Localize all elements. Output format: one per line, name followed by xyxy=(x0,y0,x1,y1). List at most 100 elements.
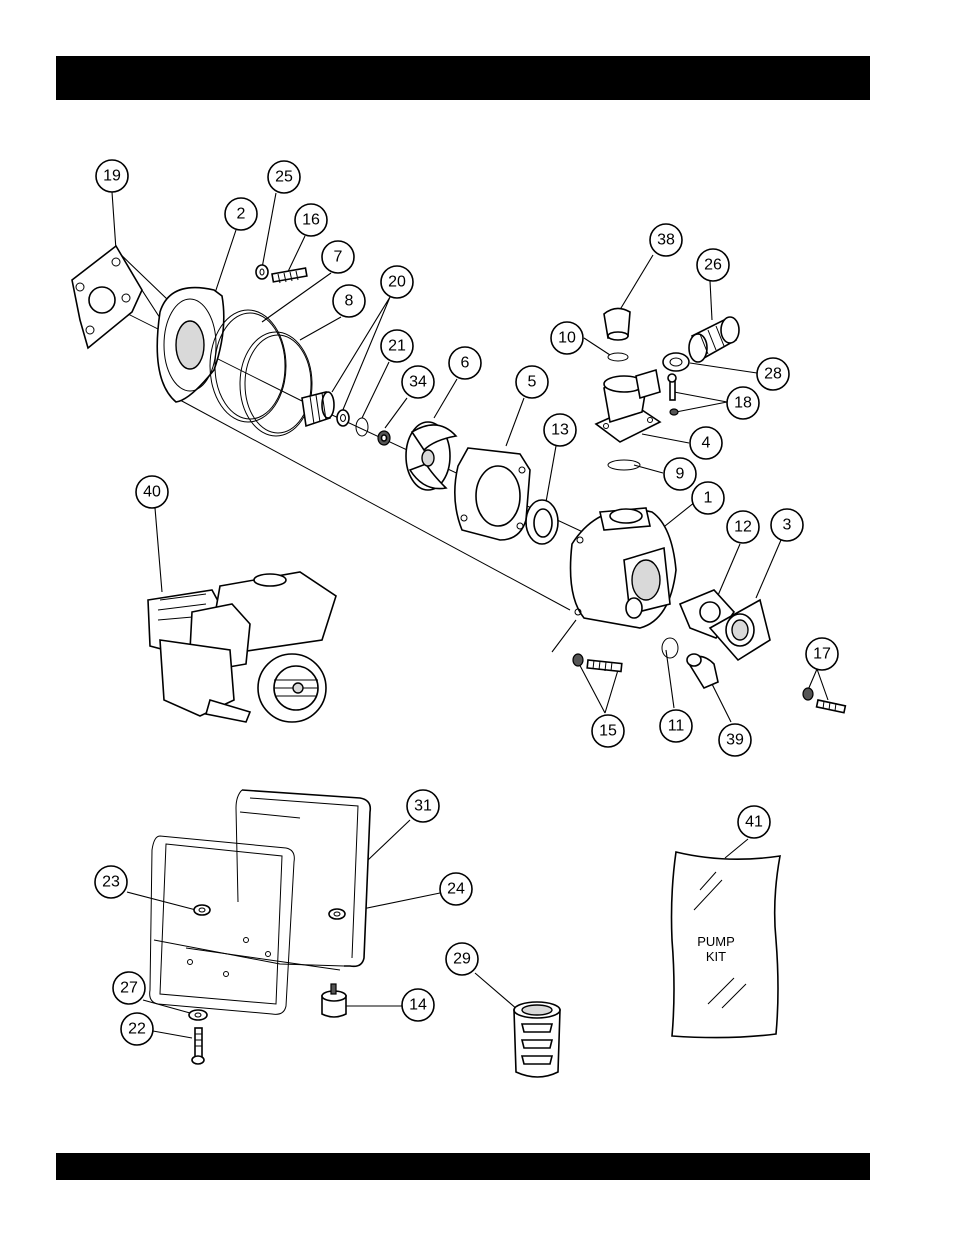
svg-text:27: 27 xyxy=(120,980,138,997)
plug-39 xyxy=(687,654,718,688)
svg-text:22: 22 xyxy=(128,1021,146,1038)
kit-label-line1: PUMP xyxy=(697,934,735,949)
callout-15: 15 xyxy=(592,715,624,747)
o-ring-8 xyxy=(240,332,312,436)
callout-10: 10 xyxy=(551,322,583,354)
callout-6: 6 xyxy=(449,347,481,379)
svg-text:15: 15 xyxy=(599,723,617,740)
svg-text:9: 9 xyxy=(676,466,685,483)
svg-text:20: 20 xyxy=(388,274,406,291)
wear-plate-5 xyxy=(455,448,530,540)
svg-text:26: 26 xyxy=(704,257,722,274)
callout-12: 12 xyxy=(727,511,759,543)
svg-text:14: 14 xyxy=(409,997,427,1014)
svg-text:11: 11 xyxy=(668,718,685,735)
bolt-17 xyxy=(803,688,845,713)
kit-label-line2: KIT xyxy=(706,949,726,964)
callout-21: 21 xyxy=(381,330,413,362)
callout-14: 14 xyxy=(402,989,434,1021)
svg-text:39: 39 xyxy=(726,732,744,749)
svg-text:10: 10 xyxy=(558,330,576,347)
callout-18: 18 xyxy=(727,387,759,419)
svg-text:12: 12 xyxy=(734,519,752,536)
washer-21 xyxy=(337,410,349,426)
volute-cover-2 xyxy=(157,288,224,402)
o-ring-10 xyxy=(608,353,628,361)
svg-text:24: 24 xyxy=(447,881,465,898)
svg-text:8: 8 xyxy=(345,293,354,310)
washer-25 xyxy=(256,265,268,279)
callout-9: 9 xyxy=(664,458,696,490)
callout-3: 3 xyxy=(771,509,803,541)
callout-13: 13 xyxy=(544,414,576,446)
callout-1: 1 xyxy=(692,482,724,514)
callout-17: 17 xyxy=(806,638,838,670)
pump-kit-bag-41: PUMP KIT xyxy=(672,852,781,1038)
svg-text:28: 28 xyxy=(764,366,782,383)
svg-text:16: 16 xyxy=(302,212,320,229)
svg-text:1: 1 xyxy=(704,490,713,507)
callout-28: 28 xyxy=(757,358,789,390)
callout-24: 24 xyxy=(440,873,472,905)
callout-38: 38 xyxy=(650,224,682,256)
callout-20: 20 xyxy=(381,266,413,298)
svg-text:21: 21 xyxy=(388,338,406,355)
bolt-22 xyxy=(192,1028,204,1064)
bolt-15 xyxy=(573,654,622,672)
callout-39: 39 xyxy=(719,724,751,756)
callout-23: 23 xyxy=(95,866,127,898)
svg-text:29: 29 xyxy=(453,951,471,968)
callout-7: 7 xyxy=(322,241,354,273)
impeller-6 xyxy=(406,422,456,490)
svg-text:7: 7 xyxy=(334,249,343,266)
pump-casing-1 xyxy=(571,508,677,628)
o-ring-11 xyxy=(662,638,678,658)
gasket-28 xyxy=(663,353,689,371)
callout-11: 11 xyxy=(660,710,692,742)
svg-text:13: 13 xyxy=(551,422,569,439)
callout-41: 41 xyxy=(738,806,770,838)
callout-27: 27 xyxy=(113,972,145,1004)
svg-text:34: 34 xyxy=(409,374,427,391)
callout-40: 40 xyxy=(136,476,168,508)
svg-text:6: 6 xyxy=(461,355,470,372)
discharge-flange-4 xyxy=(596,370,660,442)
callout-31: 31 xyxy=(407,790,439,822)
callout-19: 19 xyxy=(96,160,128,192)
callout-5: 5 xyxy=(516,366,548,398)
engine-40 xyxy=(148,572,336,722)
washer-27 xyxy=(189,1010,207,1020)
gasket-19 xyxy=(72,246,142,348)
bolt-16 xyxy=(272,268,307,283)
svg-text:18: 18 xyxy=(734,395,752,412)
strainer-29 xyxy=(514,1002,560,1077)
svg-text:4: 4 xyxy=(702,435,711,452)
nut-24 xyxy=(329,909,345,919)
rubber-mount-14 xyxy=(322,984,346,1017)
bolt-18 xyxy=(668,374,678,415)
callout-4: 4 xyxy=(690,427,722,459)
svg-text:19: 19 xyxy=(103,168,121,185)
svg-text:2: 2 xyxy=(237,206,246,223)
callout-34: 34 xyxy=(402,366,434,398)
svg-text:23: 23 xyxy=(102,874,120,891)
callout-2: 2 xyxy=(225,198,257,230)
callout-25: 25 xyxy=(268,161,300,193)
frame-31 xyxy=(150,790,371,1014)
seal-13 xyxy=(526,500,558,544)
callout-8: 8 xyxy=(333,285,365,317)
callout-29: 29 xyxy=(446,943,478,975)
svg-text:17: 17 xyxy=(813,646,831,663)
nut-23 xyxy=(194,905,210,915)
svg-text:25: 25 xyxy=(275,169,293,186)
plug-38 xyxy=(604,308,630,340)
callout-16: 16 xyxy=(295,204,327,236)
seal-20 xyxy=(302,392,334,426)
svg-text:40: 40 xyxy=(143,484,161,501)
svg-text:31: 31 xyxy=(414,798,432,815)
hose-fitting-26 xyxy=(689,317,739,362)
washer-34 xyxy=(378,431,390,445)
callout-26: 26 xyxy=(697,249,729,281)
callout-22: 22 xyxy=(121,1013,153,1045)
svg-text:41: 41 xyxy=(745,814,763,831)
